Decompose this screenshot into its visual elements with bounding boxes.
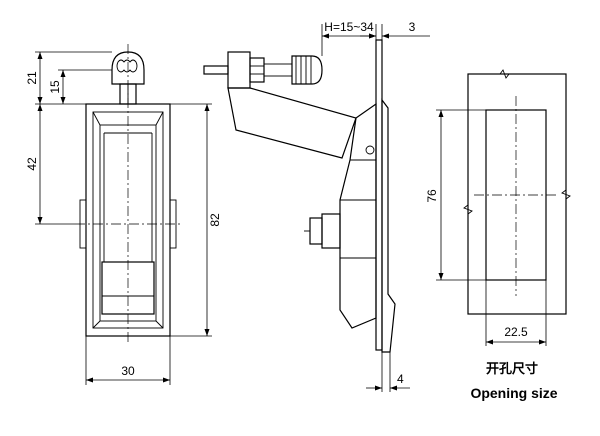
dim-side-h-range: H=15~34 <box>324 20 374 34</box>
side-rod <box>203 65 229 75</box>
dim-front-width: 30 <box>121 364 135 378</box>
side-arm <box>227 87 357 159</box>
front-dimensions: 21 15 42 82 30 <box>25 51 222 385</box>
side-bracket-head <box>227 51 251 89</box>
opening-dimensions: 76 22.5 <box>425 109 547 346</box>
dim-side-plate: 3 <box>409 20 416 34</box>
front-view <box>75 44 181 345</box>
side-panel-plate <box>375 39 383 351</box>
side-body <box>339 102 377 329</box>
opening-view <box>463 69 571 315</box>
side-dimensions: H=15~34 3 4 <box>321 20 430 392</box>
caption-cn: 开孔尺寸 <box>486 361 538 377</box>
front-knob <box>111 51 145 105</box>
caption-en: Opening size <box>470 385 557 401</box>
dim-side-base: 4 <box>397 372 404 386</box>
dim-front-top: 21 <box>25 71 39 85</box>
dim-front-mid: 42 <box>25 157 39 171</box>
side-fastener <box>309 217 323 245</box>
dim-front-knob: 15 <box>48 80 62 94</box>
dim-front-height: 82 <box>208 213 222 227</box>
dim-cutout-height: 76 <box>425 189 439 203</box>
side-view <box>203 39 396 353</box>
dim-cutout-width: 22.5 <box>504 325 528 339</box>
opening-outline <box>467 73 567 315</box>
side-knob <box>291 55 323 85</box>
side-flange <box>381 98 396 353</box>
